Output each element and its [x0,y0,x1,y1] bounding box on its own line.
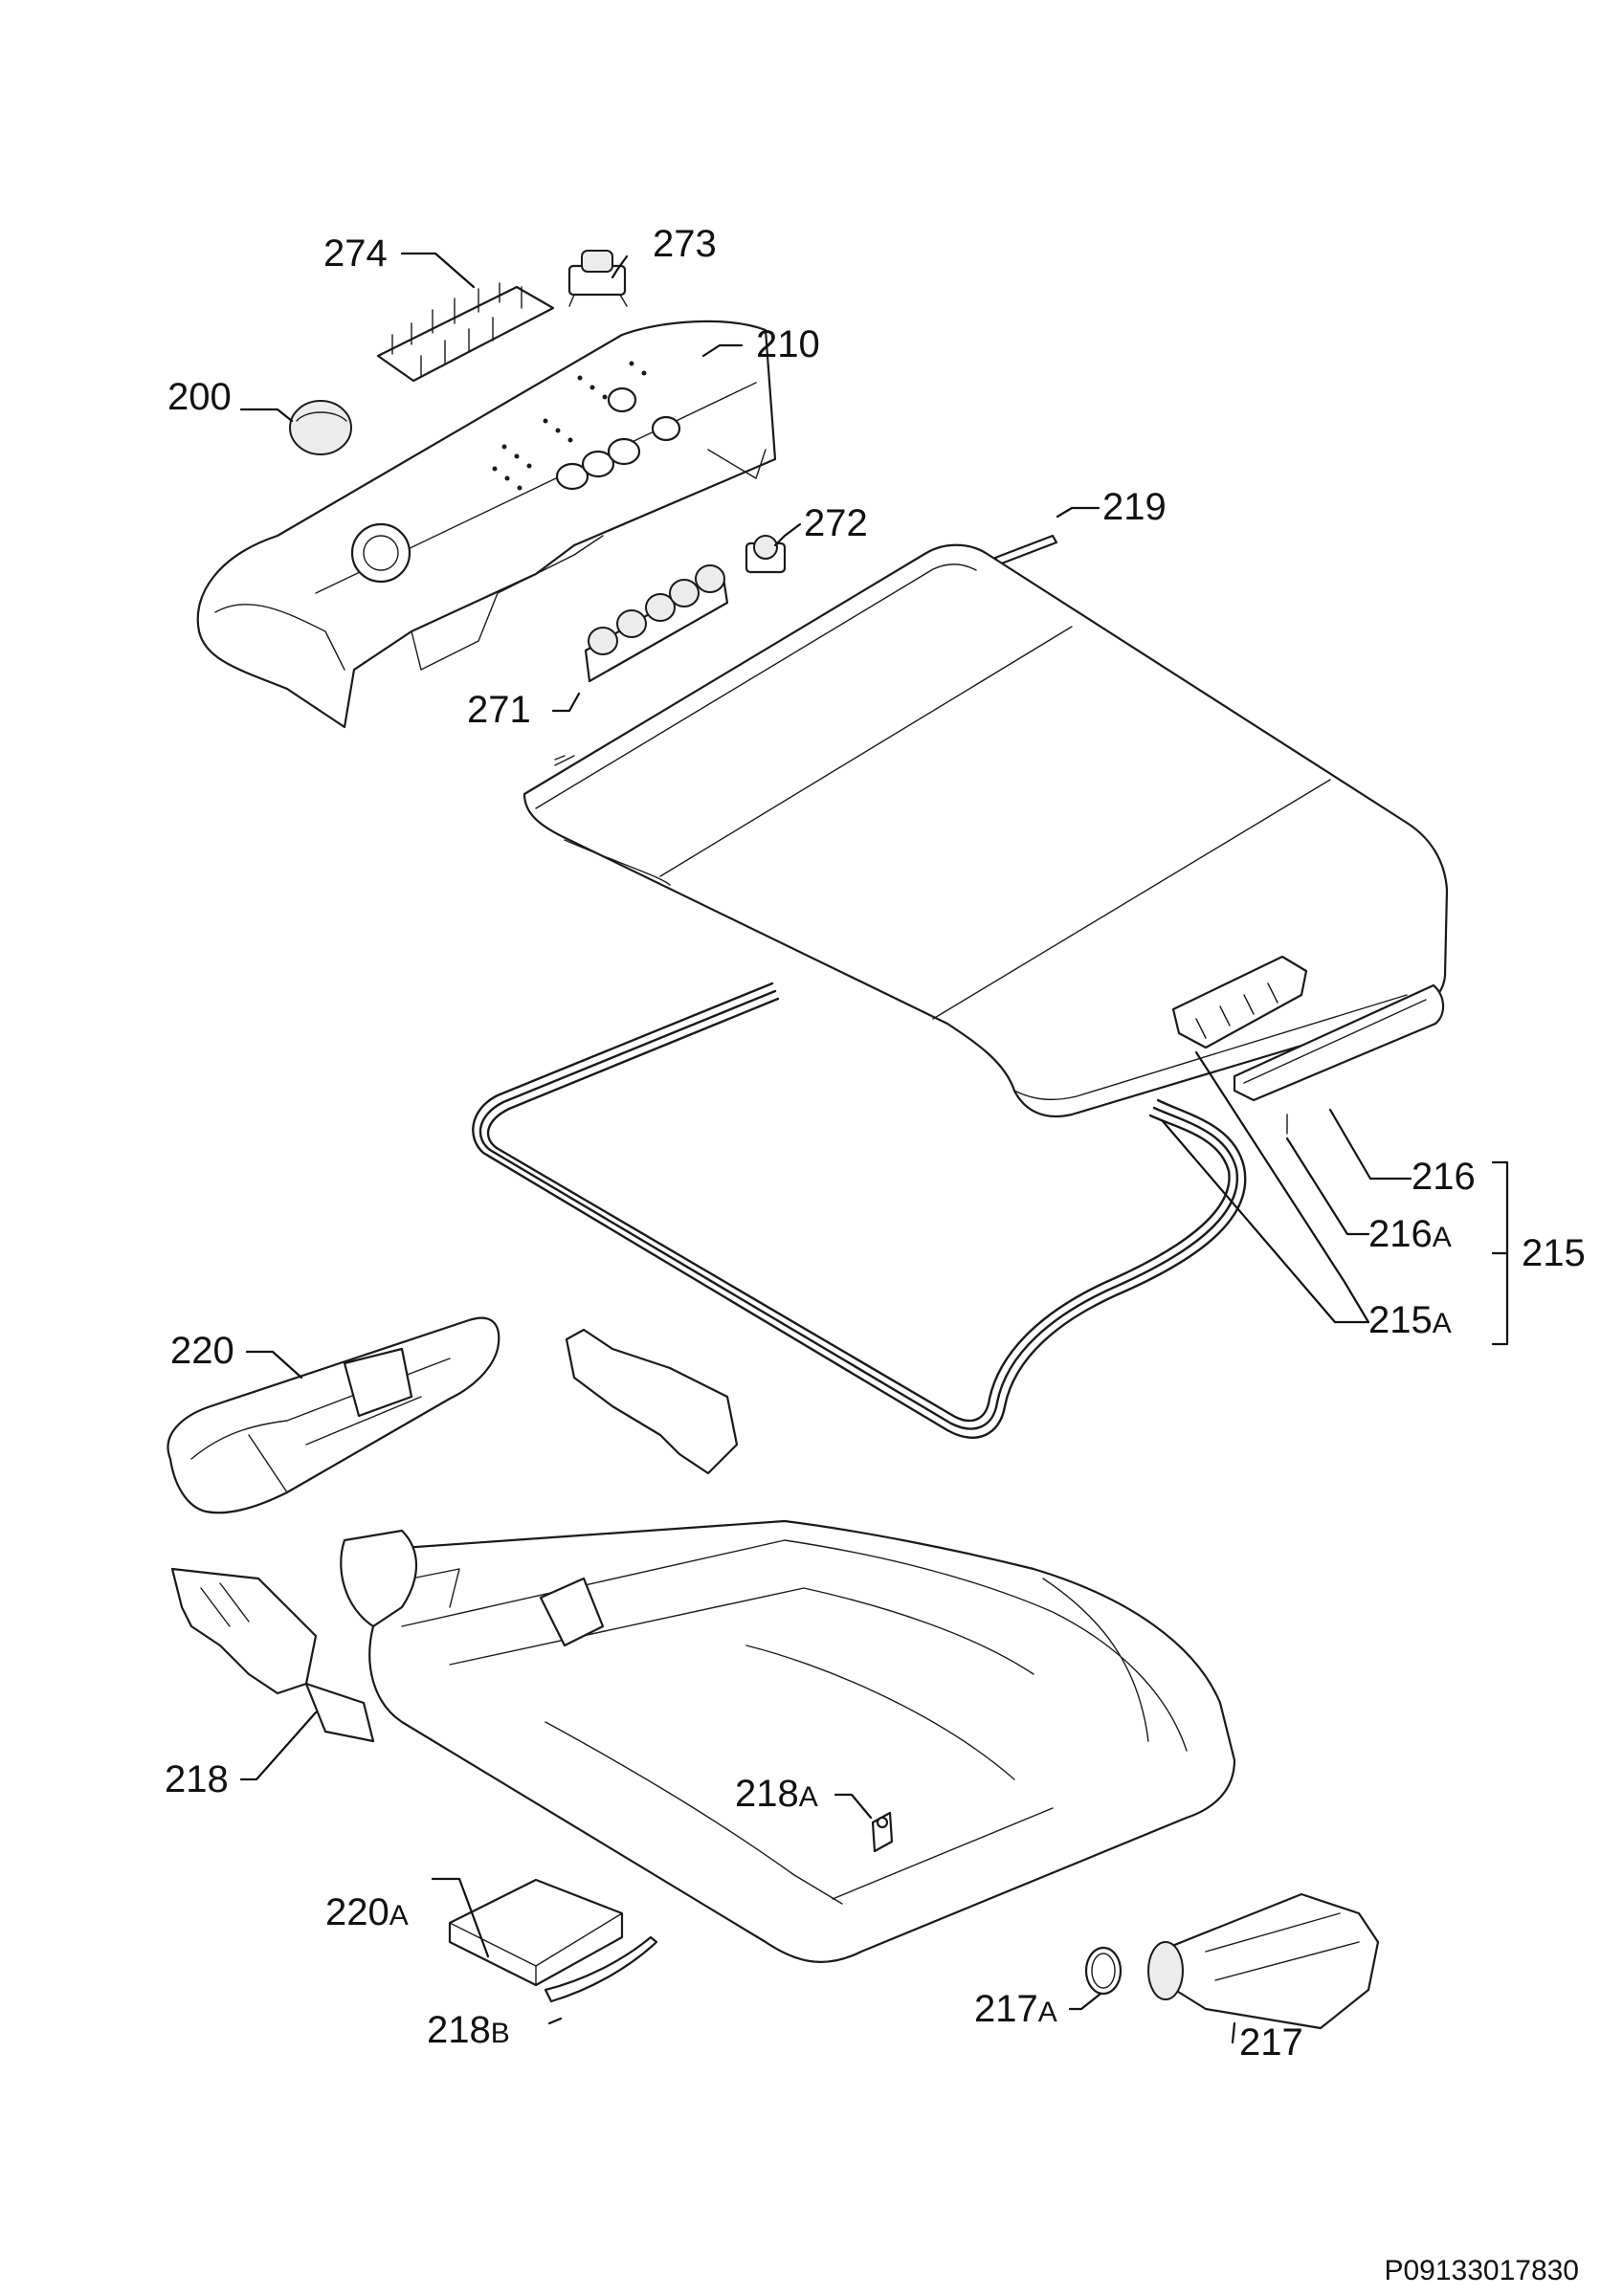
callout-217: 217 [1239,2021,1303,2064]
control-panel-210 [196,320,777,729]
callout-210: 210 [756,323,820,365]
button-carrier-274 [376,282,555,383]
hinge-pin-219 [993,534,1058,566]
knob-200 [289,400,352,455]
gasket-lid [472,982,1247,1439]
leader-lines [239,252,1509,2044]
callout-218A: 218A [735,1773,818,1815]
callout-215A: 215A [1368,1299,1452,1341]
clip-218A [871,1811,894,1853]
callout-200: 200 [167,376,232,418]
callout-271: 271 [467,689,531,731]
cover-220A [448,1878,624,1987]
lid-lock [1171,955,1308,1049]
lid-215 [522,543,1449,1118]
callout-216: 216 [1412,1156,1476,1198]
callout-218B: 218B [427,2009,510,2051]
callout-273: 273 [653,223,717,265]
callout-216A: 216A [1368,1213,1452,1255]
callout-220: 220 [170,1330,234,1372]
switch-273 [567,250,628,307]
top-frame-218 [170,1328,1236,1963]
callout-219: 219 [1102,486,1167,528]
indicator-holes [492,361,647,491]
callout-215: 215 [1522,1232,1586,1274]
handle-216 [1233,983,1445,1102]
callout-272: 272 [804,502,868,544]
ring-217A [1084,1946,1123,1996]
callout-218: 218 [165,1758,229,1800]
document-code: P09133017830 [1384,2255,1579,2286]
callout-274: 274 [323,232,388,275]
buttons-271 [584,564,729,683]
callout-labels: 200 210 215 215A 216 216A 217 217A 218 2… [165,223,1586,2064]
dispenser-220 [167,1316,500,1514]
strip-218B [544,1935,658,2003]
spout-217 [1147,1892,1380,2030]
led-holder-272 [745,535,787,574]
callout-217A: 217A [974,1988,1057,2030]
callout-220A: 220A [325,1891,409,1933]
